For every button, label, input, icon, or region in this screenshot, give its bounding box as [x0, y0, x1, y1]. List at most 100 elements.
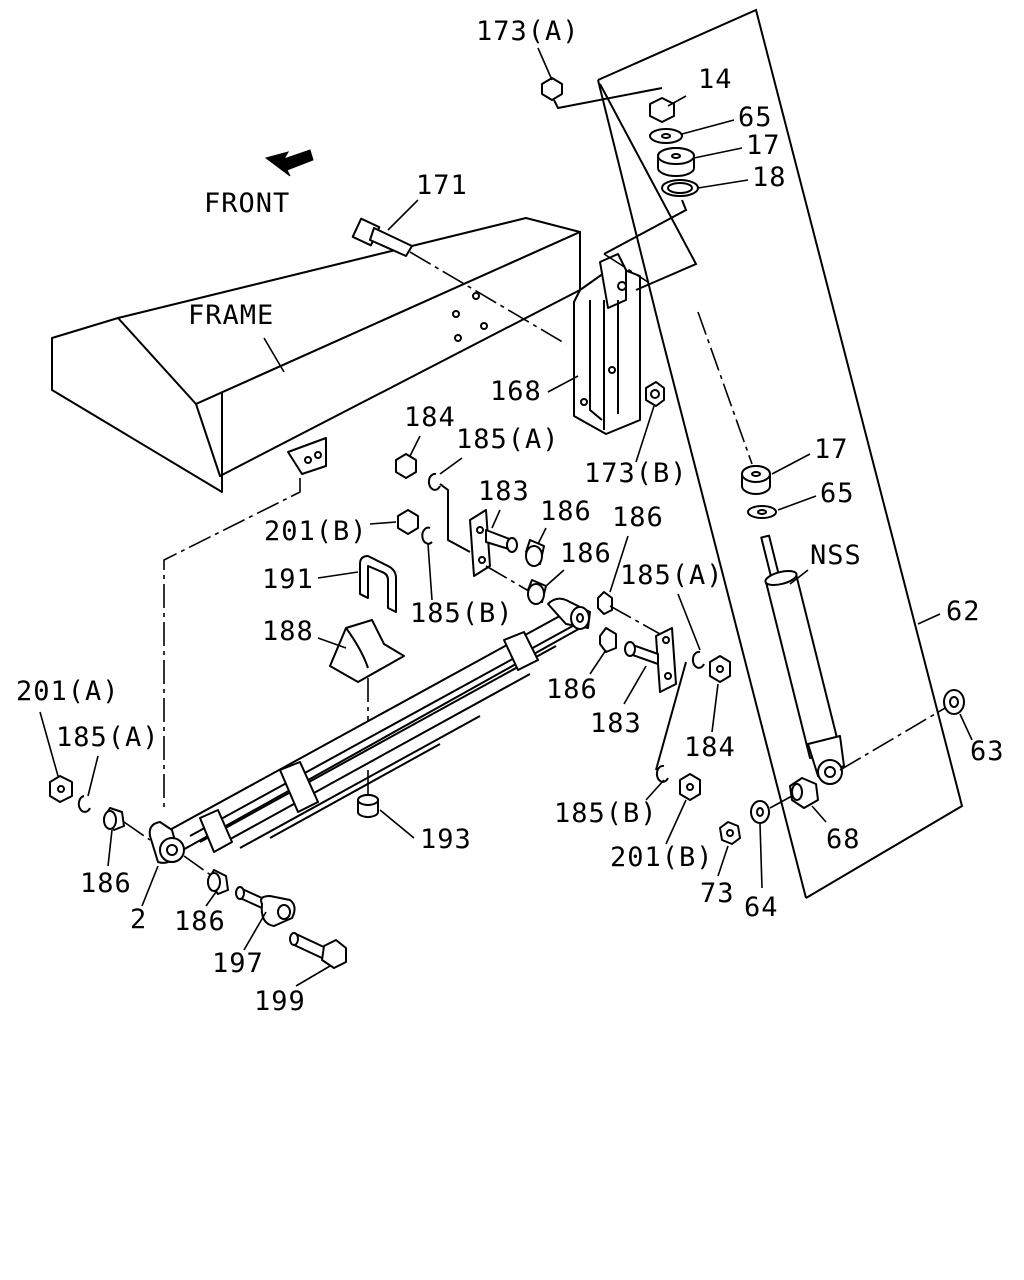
nut-201b-lower [679, 773, 701, 801]
label-173a: 173(A) [476, 16, 580, 47]
label-186-bottom: 186 [174, 906, 226, 937]
box-62-inner [599, 83, 698, 291]
leader-65-low [777, 495, 817, 511]
label-64: 64 [744, 892, 779, 923]
label-63: 63 [970, 736, 1005, 767]
leader-173a-bracket [553, 87, 663, 110]
label-186-d: 186 [546, 674, 598, 705]
shock-axis-left [769, 795, 793, 809]
leader-168 [547, 375, 579, 393]
shock-bracket-168 [573, 253, 641, 435]
shock-axis-right [839, 703, 953, 771]
leader-185a-right [677, 593, 701, 651]
label-201a: 201(A) [16, 676, 120, 707]
label-185a-right: 185(A) [620, 560, 724, 591]
leader-63 [959, 713, 973, 741]
frame-leader [263, 337, 285, 373]
label-185a-upper: 185(A) [456, 424, 560, 455]
snap-ring-185a-upper [427, 472, 441, 491]
label-193: 193 [420, 824, 472, 855]
label-186-a: 186 [540, 496, 592, 527]
label-188: 188 [262, 616, 314, 647]
leader-201b-upper [369, 521, 397, 525]
shock-absorber [760, 534, 845, 785]
label-201b-lower: 201(B) [610, 842, 714, 873]
shackle-axis-lower [609, 605, 661, 635]
label-65-low: 65 [820, 478, 855, 509]
bolt-171 [351, 217, 413, 257]
leader-14 [667, 95, 687, 107]
leader-186-c [609, 535, 629, 593]
leader-183-lower [623, 665, 647, 705]
upper-stack-axis [603, 253, 649, 283]
bushing-186-d [599, 627, 617, 653]
leader-64 [759, 823, 763, 889]
bushing-17-low [741, 465, 771, 495]
shackle-leader-upper [439, 483, 471, 553]
label-184-upper: 184 [404, 402, 456, 433]
snap-ring-185a-right [691, 650, 705, 669]
leader-185a-left [87, 755, 99, 797]
leader-65-top [681, 119, 735, 135]
frame-to-spring-axis [163, 478, 301, 812]
leader-186-bottom [205, 891, 217, 907]
label-173b: 173(B) [584, 458, 688, 489]
nut-173b [645, 381, 665, 407]
nut-193 [357, 794, 379, 818]
snap-ring-185b-mid [421, 526, 433, 545]
shackle-leader-lower [655, 661, 687, 771]
retainer-18 [661, 179, 699, 197]
label-14: 14 [698, 64, 733, 95]
leader-199 [295, 965, 331, 987]
label-171: 171 [416, 170, 468, 201]
washer-65-top [649, 128, 683, 144]
label-186-b: 186 [560, 538, 612, 569]
nut-201b-upper [397, 509, 419, 535]
frame-rail [51, 217, 581, 493]
leader-185a-upper [439, 457, 463, 475]
label-68: 68 [826, 824, 861, 855]
label-17-top: 17 [746, 130, 781, 161]
label-201b-upper: 201(B) [264, 516, 368, 547]
label-18: 18 [752, 162, 787, 193]
label-186-left: 186 [80, 868, 132, 899]
nut-201a [49, 775, 73, 803]
leader-197 [243, 911, 267, 951]
nut-184-upper [395, 453, 417, 479]
label-184-lower: 184 [684, 732, 736, 763]
plate-197 [235, 886, 296, 927]
spring-seat-188 [329, 619, 405, 683]
label-197: 197 [212, 948, 264, 979]
bushing-186-bottom [207, 869, 229, 895]
label-183-lower: 183 [590, 708, 642, 739]
leader-173b [635, 405, 655, 463]
nut-184-lower [709, 655, 731, 683]
leader-186-d [589, 649, 607, 675]
label-185a-left: 185(A) [56, 722, 160, 753]
leader-73 [717, 845, 729, 877]
front-arrow-icon [264, 149, 314, 177]
leader-17-top [693, 147, 743, 159]
label-185b-mid: 185(B) [410, 598, 514, 629]
frame-label: FRAME [188, 300, 274, 331]
leader-183-upper [491, 509, 501, 529]
leader-62 [917, 613, 941, 625]
leader-186-a [537, 527, 547, 545]
snap-ring-185a-left [77, 795, 91, 813]
bushing-186-b [527, 579, 547, 605]
leader-171 [387, 199, 419, 231]
group-box-62 [597, 8, 964, 899]
bolt-171-axis [409, 251, 567, 345]
nut-173a [541, 77, 563, 101]
bushing-68 [789, 777, 819, 809]
leaf-spring-2 [148, 597, 591, 864]
leader-188 [317, 637, 347, 649]
leader-68 [811, 805, 827, 823]
leader-186-left [107, 829, 113, 867]
label-17-low: 17 [814, 434, 849, 465]
label-65-top: 65 [738, 102, 773, 133]
label-168: 168 [490, 376, 542, 407]
label-199: 199 [254, 986, 306, 1017]
washer-63 [943, 689, 965, 715]
